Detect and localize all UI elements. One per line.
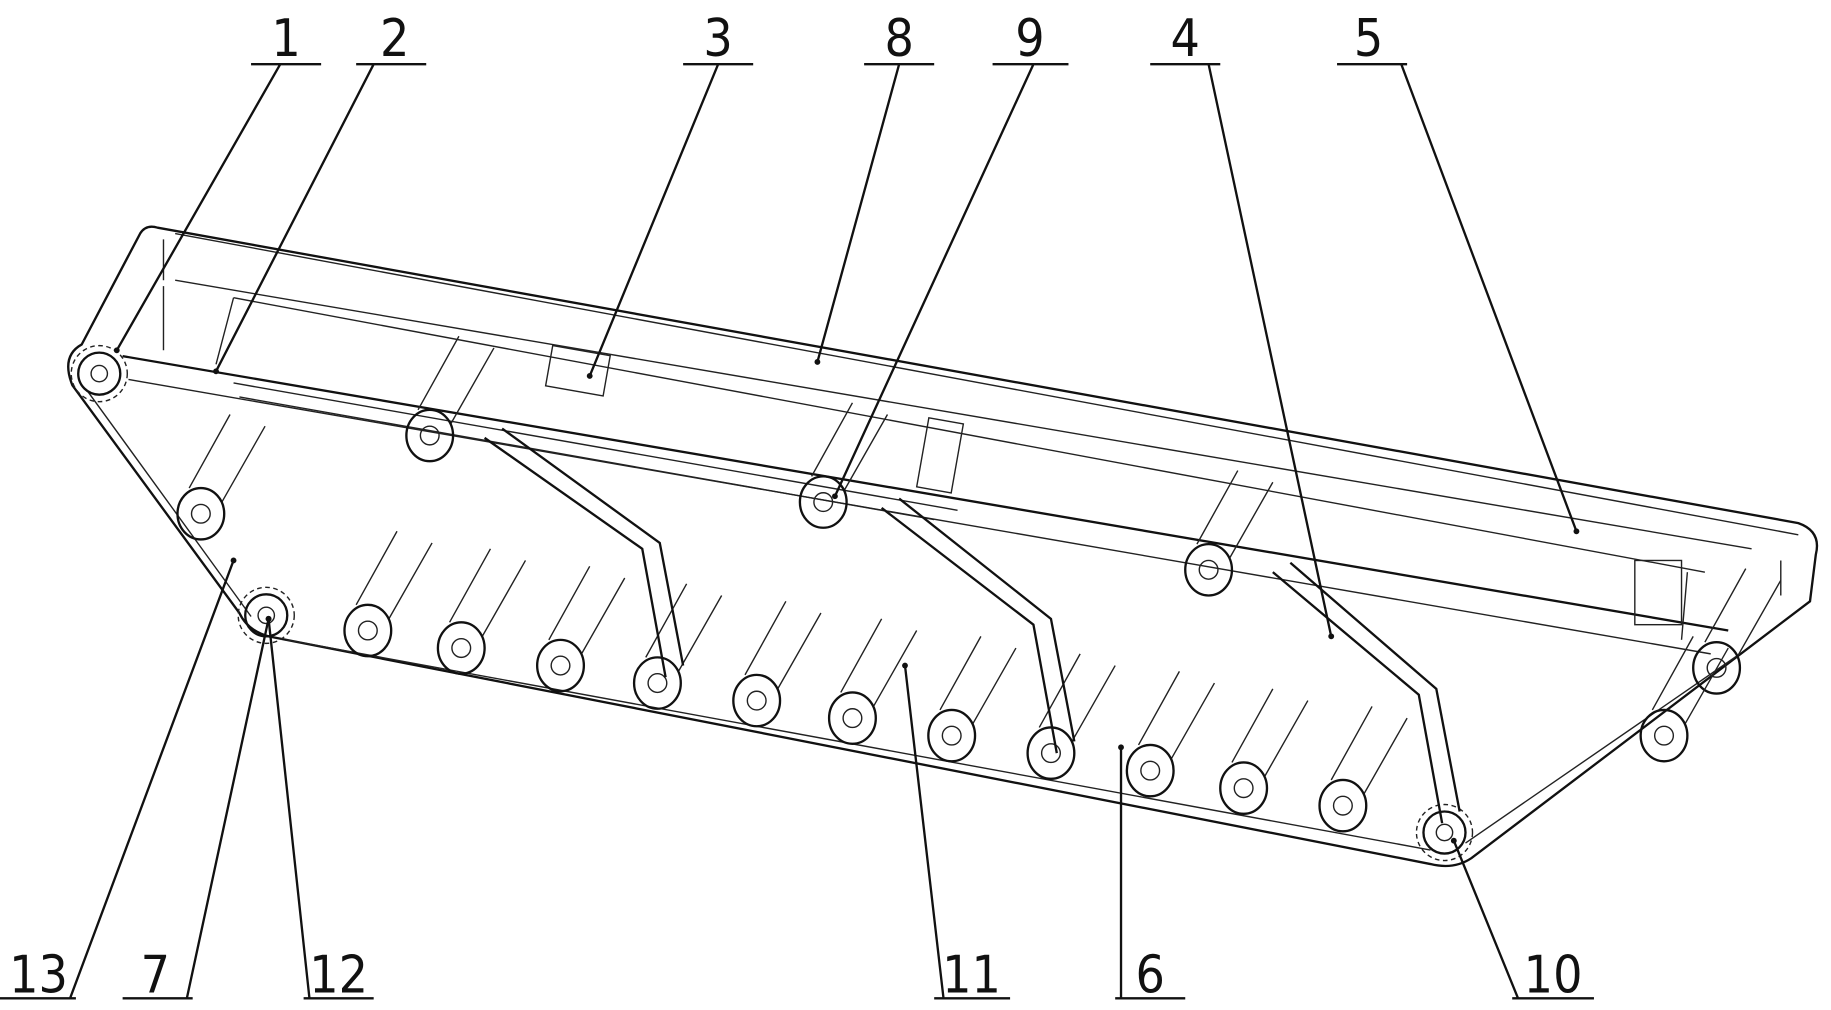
leader-line [816,63,935,363]
road-wheel [927,636,1017,763]
leader-line [214,63,427,372]
leader-dot [265,615,272,622]
leader-line [833,63,1069,497]
road-wheel [1125,671,1216,798]
swing-arm [880,497,1076,754]
road-wheel [732,600,822,728]
swing-arm [1272,561,1461,824]
label-1: 1 [271,9,300,69]
leader-line [122,618,270,1000]
leader-line [588,63,754,377]
road-wheel [176,414,266,541]
leader-line [115,63,322,351]
leader-dot [230,557,237,564]
leader-dot [1328,633,1335,640]
leader-line [0,560,235,1000]
leader-dot [1450,837,1457,844]
label-6: 6 [1136,945,1165,1005]
road-wheel [1219,688,1309,816]
sprocket [70,344,128,403]
road-wheel [632,583,723,710]
suspension-arms [483,427,1461,824]
leader-dot [1573,528,1580,535]
road-wheel [1639,636,1729,763]
leader-line [1452,840,1594,1000]
road-wheel [1026,653,1116,780]
leader-dot [213,368,219,375]
road-wheel [405,335,495,463]
swing-arm [483,427,685,678]
label-11: 11 [942,945,1001,1005]
road-wheel [1692,568,1782,695]
leader-dot [902,662,908,669]
leader-dot [814,359,821,365]
label-13: 13 [9,945,68,1005]
label-5: 5 [1354,9,1383,69]
label-7: 7 [141,945,170,1005]
leader-line [1115,747,1186,1000]
road-wheel [827,618,918,745]
road-wheel [535,565,626,693]
label-3: 3 [703,9,732,69]
track-belt [67,225,1819,868]
leader-line [1150,63,1333,637]
bracket-3 [544,344,612,397]
label-2: 2 [380,9,409,69]
road-wheel [1318,706,1408,833]
road-wheel [343,530,433,658]
label-8: 8 [884,9,913,69]
road-wheel [798,402,889,529]
leader-dot [832,493,838,500]
frame [122,279,1752,655]
leader-line [267,618,374,1000]
label-12: 12 [309,945,368,1005]
leader-lines [0,63,1594,1000]
leader-dot [1118,744,1124,751]
leader-dot [113,347,120,354]
spring-pack [1634,559,1683,626]
sprocket [1415,803,1474,862]
road-wheels [70,335,1782,862]
label-4: 4 [1171,9,1200,69]
leader-line [903,665,1011,1000]
leader-line [1337,63,1578,532]
label-9: 9 [1015,9,1044,69]
road-wheel [1184,470,1274,597]
label-10: 10 [1524,945,1583,1005]
sprocket [237,586,295,645]
road-wheel [436,548,527,675]
leader-dot [586,373,593,379]
